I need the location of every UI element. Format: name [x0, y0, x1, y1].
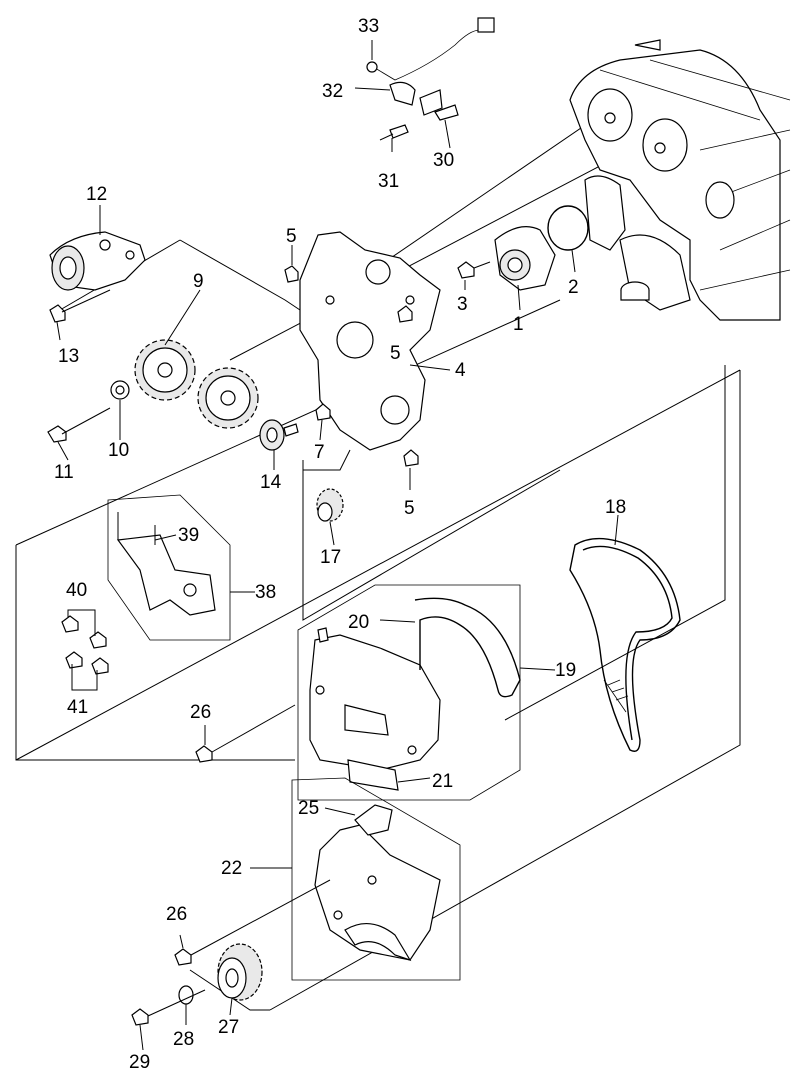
water-pump-assembly [457, 205, 589, 291]
callout-13: 13 [58, 346, 79, 367]
callout-5-middle: 5 [390, 343, 401, 364]
callout-29: 29 [129, 1052, 150, 1073]
callout-12: 12 [86, 184, 107, 205]
callout-11: 11 [54, 462, 74, 483]
callout-25: 25 [298, 798, 319, 819]
callout-41: 41 [67, 697, 88, 718]
callout-20: 20 [348, 612, 369, 633]
callout-38: 38 [255, 582, 276, 603]
callout-39: 39 [178, 525, 199, 546]
timing-belt [569, 537, 681, 752]
callout-40: 40 [66, 580, 87, 601]
engine-block [569, 39, 791, 321]
idler-pulleys [259, 419, 344, 522]
callout-3: 3 [457, 294, 468, 315]
callout-28: 28 [173, 1029, 194, 1050]
callout-labels: 33 32 31 30 12 5 5 5 3 2 1 9 13 4 10 11 … [54, 16, 626, 1073]
camshaft-sprockets [47, 339, 259, 443]
tensioner-assembly [49, 231, 146, 323]
callout-32: 32 [322, 81, 343, 102]
crankshaft-sprocket-assembly [131, 879, 331, 1026]
callout-1: 1 [513, 314, 524, 335]
callout-4: 4 [455, 360, 466, 381]
callout-14: 14 [260, 472, 282, 493]
tensioner-bracket-box [61, 494, 231, 691]
callout-33: 33 [358, 16, 379, 37]
callout-18: 18 [605, 497, 626, 518]
lower-front-cover-box [291, 777, 461, 981]
callout-5-lower: 5 [404, 498, 415, 519]
callout-10: 10 [108, 440, 129, 461]
assembly-guide-lines [15, 114, 741, 1011]
callout-22: 22 [221, 858, 242, 879]
callout-30: 30 [433, 150, 454, 171]
rear-timing-cover [284, 231, 441, 467]
callout-31: 31 [378, 171, 399, 192]
callout-9: 9 [193, 271, 204, 292]
callout-27: 27 [218, 1017, 239, 1038]
upper-front-cover-box [195, 584, 521, 801]
callout-19: 19 [555, 660, 576, 681]
callout-21: 21 [432, 771, 453, 792]
callout-26-upper: 26 [190, 702, 211, 723]
crank-sensor-assembly [366, 17, 495, 141]
callout-5-upper: 5 [286, 226, 297, 247]
callout-26-lower: 26 [166, 904, 187, 925]
callout-2: 2 [568, 277, 579, 298]
callout-17: 17 [320, 547, 341, 568]
callout-7: 7 [314, 442, 325, 463]
callout-leader-lines [56, 40, 619, 1051]
